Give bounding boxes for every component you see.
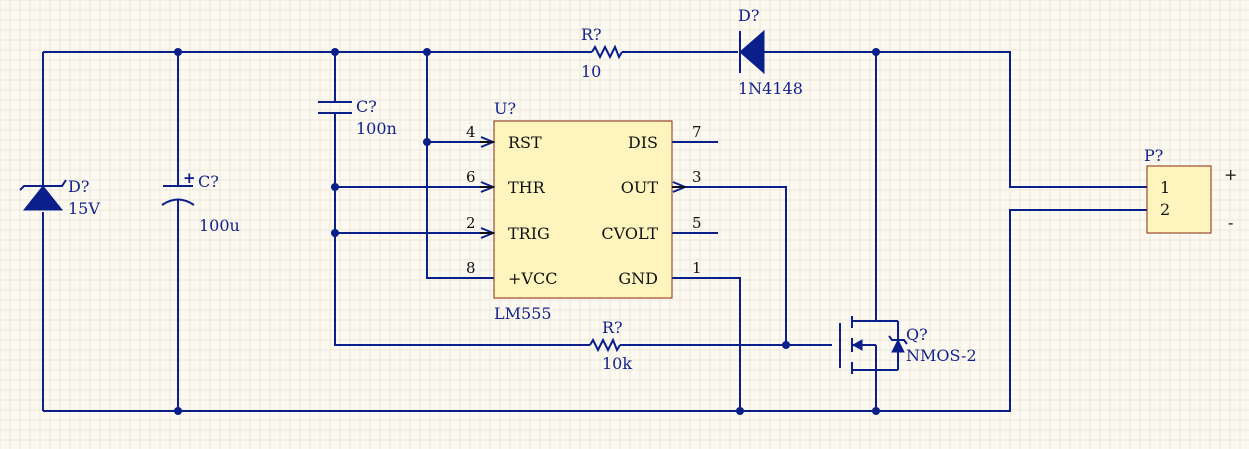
- pin-number: 1: [692, 259, 702, 277]
- diode-value: 1N4148: [738, 79, 803, 98]
- ic-value: LM555: [494, 304, 552, 323]
- c100u-designator: C?: [198, 172, 219, 191]
- pin-name-cvolt: CVOLT: [601, 224, 658, 243]
- pin-name-trig: TRIG: [508, 224, 550, 243]
- resistor-icon: [589, 337, 621, 353]
- junction: [872, 48, 880, 56]
- junction: [736, 407, 744, 415]
- resistor-top[interactable]: R? 10: [581, 25, 623, 81]
- pin-number: 5: [692, 214, 702, 232]
- mosfet-value: NMOS-2: [906, 346, 977, 365]
- connector-minus-label: -: [1228, 213, 1233, 232]
- pin-name-vcc: +VCC: [508, 269, 557, 288]
- junctions: [174, 48, 880, 415]
- wire-top-rail: [43, 51, 1147, 188]
- ic-designator: U?: [494, 99, 516, 118]
- r10-value: 10: [581, 62, 601, 81]
- zener-diode[interactable]: D? 15V: [19, 177, 100, 218]
- pin-name-rst: RST: [508, 133, 542, 152]
- junction: [331, 48, 339, 56]
- diode[interactable]: D? 1N4148: [738, 6, 803, 98]
- diode-designator: D?: [738, 6, 759, 25]
- connector-plus-label: +: [1224, 165, 1237, 184]
- wire-drain: [852, 52, 877, 322]
- r10k-value: 10k: [602, 354, 632, 373]
- c100n-value: 100n: [356, 119, 397, 138]
- r10-designator: R?: [581, 25, 602, 44]
- zener-diode-icon: [22, 185, 64, 211]
- connector-pin-1: 1: [1160, 178, 1170, 197]
- pin-name-out: OUT: [621, 178, 659, 197]
- zener-designator: D?: [68, 177, 89, 196]
- r10k-designator: R?: [602, 318, 623, 337]
- wire-out: [686, 186, 832, 346]
- pin-name-thr: THR: [508, 178, 546, 197]
- pin-name-dis: DIS: [628, 133, 658, 152]
- junction: [174, 48, 182, 56]
- resistor-bottom[interactable]: R? 10k: [589, 318, 632, 373]
- mosfet[interactable]: Q? NMOS-2: [839, 316, 977, 374]
- pin-number: 6: [466, 168, 476, 186]
- pin-number: 3: [692, 168, 702, 186]
- polarity-plus-icon: +: [183, 169, 196, 187]
- junction: [782, 341, 790, 349]
- timer-ic[interactable]: U? LM555 4 RST 6 THR 2 TRIG 8 +VCC DIS 7…: [466, 99, 702, 323]
- junction: [423, 48, 431, 56]
- capacitor-electrolytic[interactable]: + C? 100u: [161, 169, 240, 235]
- resistor-icon: [591, 44, 623, 60]
- capacitor-ceramic[interactable]: C? 100n: [318, 97, 397, 138]
- diode-icon: [739, 29, 765, 75]
- nmos-icon: [839, 316, 908, 374]
- wire-vcc-rst: [426, 52, 494, 279]
- c100n-designator: C?: [356, 97, 377, 116]
- junction: [331, 229, 339, 237]
- ic-body: [493, 120, 673, 299]
- junction: [872, 407, 880, 415]
- c100u-value: 100u: [199, 216, 240, 235]
- junction: [423, 138, 431, 146]
- pin-number: 2: [466, 214, 476, 232]
- wire-gnd: [672, 277, 741, 411]
- connector[interactable]: P? 1 2 + -: [1144, 146, 1237, 234]
- pin-number: 7: [692, 123, 702, 141]
- zener-value: 15V: [68, 199, 100, 218]
- wire-bottom-rail: [43, 209, 1147, 412]
- connector-designator: P?: [1144, 146, 1163, 165]
- mosfet-designator: Q?: [906, 325, 928, 344]
- pin-number: 4: [466, 123, 476, 141]
- junction: [331, 183, 339, 191]
- junction: [174, 407, 182, 415]
- pin-number: 8: [466, 259, 476, 277]
- connector-body: [1146, 165, 1212, 234]
- pin-name-gnd: GND: [618, 269, 658, 288]
- connector-pin-2: 2: [1160, 200, 1170, 219]
